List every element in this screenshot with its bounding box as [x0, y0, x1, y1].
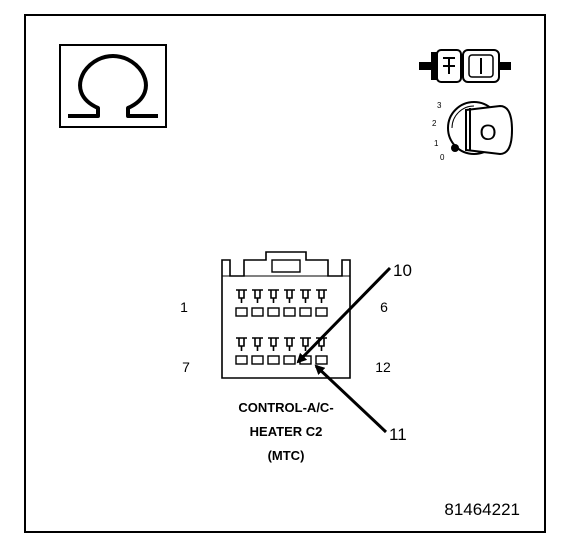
caption-line-3: (MTC) [268, 448, 305, 463]
terminal-3 [267, 289, 280, 317]
key-glyph: O [479, 120, 496, 145]
terminal-7 [235, 337, 248, 365]
terminal-cavities [235, 289, 328, 365]
callout-label-11: 11 [389, 425, 407, 444]
terminal-10 [283, 337, 296, 365]
callout-arrow-11 [314, 364, 388, 434]
connector-plug-icon [419, 49, 511, 83]
figure-number: 81464221 [444, 500, 520, 519]
terminal-6 [315, 289, 328, 317]
ignition-pos-0: 0 [440, 153, 445, 162]
terminal-4 [283, 289, 296, 317]
caption-line-1: CONTROL-A/C- [238, 400, 333, 415]
ignition-pos-2: 2 [432, 119, 437, 128]
ignition-pos-1: 1 [434, 139, 439, 148]
callout-label-10: 10 [393, 261, 412, 280]
terminal-9 [267, 337, 280, 365]
pin-label-7: 7 [182, 359, 190, 375]
terminal-1 [235, 289, 248, 317]
terminal-5 [299, 289, 312, 317]
caption-line-2: HEATER C2 [250, 424, 323, 439]
pin-label-6: 6 [380, 299, 388, 315]
connector-face [221, 251, 351, 379]
ignition-pos-3: 3 [437, 101, 442, 110]
terminal-2 [251, 289, 264, 317]
ohmmeter-symbol-icon [59, 44, 167, 128]
pin-label-12: 12 [375, 359, 391, 375]
diagram-frame [24, 14, 546, 533]
terminal-8 [251, 337, 264, 365]
ignition-switch-icon: 3 2 1 0 O [432, 101, 514, 162]
pin-label-1: 1 [180, 299, 188, 315]
callout-arrow-10 [296, 266, 392, 364]
